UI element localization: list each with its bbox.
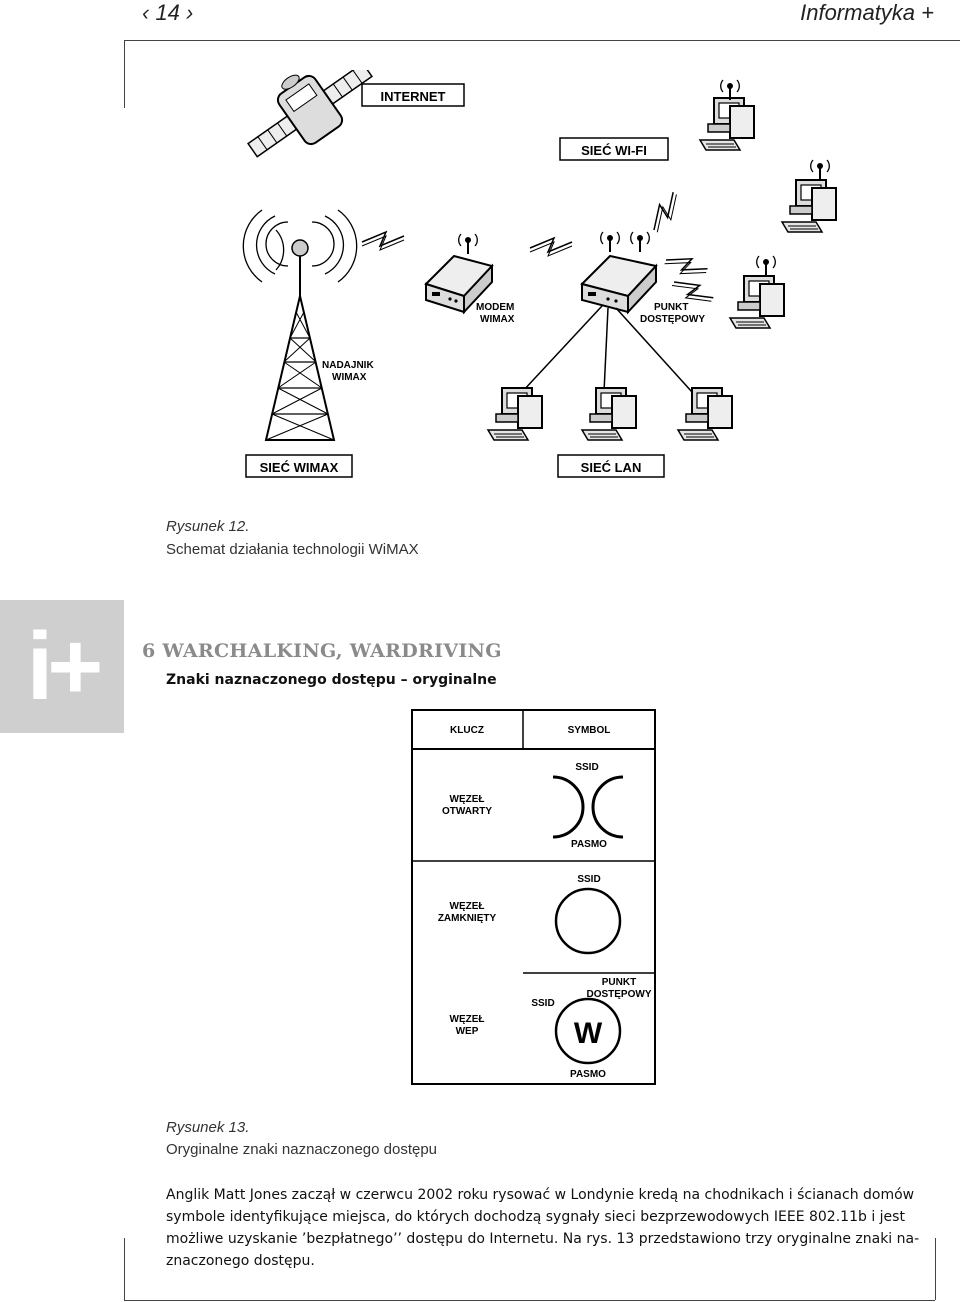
- wifi-label: SIEĆ WI-FI: [581, 143, 647, 158]
- transmitter-label-1: NADAJNIK: [322, 360, 374, 371]
- antenna-icon: [599, 231, 621, 253]
- frame-line: [124, 40, 125, 108]
- closed-node-ssid: SSID: [577, 874, 600, 885]
- antenna-icon: [755, 255, 777, 277]
- access-point-label-1: PUNKT: [654, 302, 688, 313]
- wimax-diagram: INTERNET SIEĆ WI-FI NADAJNIK WIMAX: [242, 70, 837, 478]
- wep-node-letter: W: [574, 1017, 603, 1050]
- wimax-modem-icon: [424, 254, 494, 315]
- wimax-network-label: SIEĆ WIMAX: [260, 460, 339, 475]
- body-line: symbole identyfikujące miejsca, do który…: [166, 1209, 905, 1225]
- signal-bolt-icon: [529, 237, 573, 257]
- frame-line: [124, 1238, 125, 1300]
- warchalking-table: KLUCZ SYMBOL WĘZEŁ OTWARTY SSID PASMO WĘ…: [411, 709, 656, 1085]
- figure-12-caption: Schemat działania technologii WiMAX: [166, 541, 419, 558]
- satellite-icon: [247, 70, 373, 158]
- access-point-icon: [580, 254, 658, 315]
- modem-label-1: MODEM: [476, 302, 514, 313]
- wep-node-band: PASMO: [570, 1069, 606, 1080]
- closed-node-key-1: WĘZEŁ: [450, 901, 485, 912]
- section-tab-logo: i+: [0, 600, 124, 733]
- open-node-ssid: SSID: [575, 762, 598, 773]
- lan-network-label: SIEĆ LAN: [581, 460, 642, 475]
- signal-bolt-icon: [662, 249, 710, 283]
- antenna-icon: [809, 159, 831, 181]
- open-node-key-2: OTWARTY: [442, 806, 492, 817]
- antenna-icon: [457, 233, 479, 255]
- body-line: możliwe uzyskanie ’bezpłatnego’’ dostępu…: [166, 1231, 920, 1247]
- wep-node-key-1: WĘZEŁ: [450, 1014, 485, 1025]
- body-line: znaczonego dostępu.: [166, 1253, 315, 1269]
- body-paragraph: Anglik Matt Jones zaczął w czerwcu 2002 …: [166, 1184, 942, 1272]
- closed-node-symbol-icon: [554, 887, 622, 955]
- computer-icon: [781, 179, 837, 233]
- access-point-label-2: DOSTĘPOWY: [640, 314, 705, 325]
- antenna-icon: [629, 231, 651, 253]
- computer-icon: [699, 97, 755, 151]
- section-title: 6 WARCHALKING, WARDRIVING: [142, 640, 502, 662]
- computer-icon: [487, 387, 543, 441]
- open-node-band: PASMO: [571, 839, 607, 850]
- body-line: Anglik Matt Jones zaczął w czerwcu 2002 …: [166, 1187, 915, 1203]
- computer-icon: [729, 275, 785, 329]
- transmitter-label-2: WIMAX: [332, 372, 367, 383]
- closed-node-key-2: ZAMKNIĘTY: [438, 913, 497, 924]
- wep-node-key-2: WEP: [456, 1026, 479, 1037]
- wep-node-ap-2: DOSTĘPOWY: [586, 989, 651, 1000]
- page-number: ‹ 14 ›: [142, 0, 194, 25]
- lan-network-box: [557, 454, 665, 478]
- open-node-key-1: WĘZEŁ: [450, 794, 485, 805]
- internet-box: [361, 83, 465, 107]
- figure-12-label: Rysunek 12.: [166, 518, 250, 535]
- frame-line: [935, 1238, 936, 1300]
- modem-label-2: WIMAX: [480, 314, 515, 325]
- table-header-key: KLUCZ: [450, 725, 484, 736]
- magazine-title: Informatyka +: [800, 0, 934, 25]
- wep-node-symbol-icon: [554, 997, 622, 1065]
- frame-line: [124, 40, 960, 41]
- tower-icon: [242, 209, 358, 441]
- wimax-network-box: [245, 454, 353, 478]
- wep-node-ssid: SSID: [531, 998, 554, 1009]
- computer-icon: [581, 387, 637, 441]
- signal-bolt-icon: [645, 189, 686, 236]
- section-subtitle: Znaki naznaczonego dostępu – oryginalne: [166, 672, 497, 688]
- wifi-box: [559, 137, 669, 161]
- computer-icon: [677, 387, 733, 441]
- signal-bolt-icon: [361, 231, 405, 251]
- frame-line: [124, 1300, 935, 1301]
- figure-13-label: Rysunek 13.: [166, 1119, 250, 1136]
- figure-13-caption: Oryginalne znaki naznaczonego dostępu: [166, 1141, 438, 1158]
- table-header-symbol: SYMBOL: [568, 725, 611, 736]
- wep-node-ap-1: PUNKT: [602, 977, 636, 988]
- internet-label: INTERNET: [381, 89, 446, 104]
- open-node-symbol-icon: [552, 775, 624, 839]
